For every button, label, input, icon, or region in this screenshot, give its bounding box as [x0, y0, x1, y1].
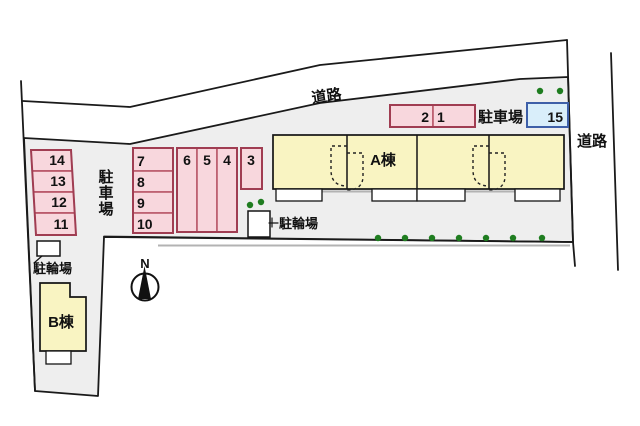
spot-label-1: 1 — [437, 109, 445, 125]
compass-north-label: N — [140, 256, 149, 271]
spot-label-10: 10 — [137, 216, 153, 232]
tree-dot — [246, 201, 254, 209]
parking-lot-label-left-char: 場 — [98, 201, 113, 218]
tree-dot — [374, 234, 382, 242]
tree-dot — [509, 234, 517, 242]
spot-label-4: 4 — [223, 152, 231, 168]
bicycle-parking-left — [36, 240, 61, 257]
door-swing-mark — [488, 152, 506, 191]
tree-dot — [536, 87, 544, 95]
spot-label-12: 12 — [51, 194, 67, 210]
compass-needle-icon — [138, 266, 151, 299]
right-road-outer-line — [610, 52, 619, 271]
spot-label-2: 2 — [421, 109, 429, 125]
parking-lot-label-left-char: 駐 — [98, 168, 113, 186]
spot-label-6: 6 — [183, 152, 191, 168]
spot-label-3: 3 — [247, 152, 255, 168]
bicycle-parking-left-leader — [33, 255, 43, 264]
spot-label-9: 9 — [137, 195, 145, 211]
tree-dot — [538, 234, 546, 242]
spot-label-15: 15 — [547, 109, 563, 125]
parking-block-outline — [132, 147, 174, 234]
parking-block-outline — [240, 147, 263, 190]
building-a-entrance-step — [275, 188, 323, 202]
building-a-entrance-step — [371, 188, 418, 202]
building-a-entrance-step — [416, 188, 466, 202]
parking-block-outline — [389, 104, 476, 128]
bicycle-parking-middle — [247, 210, 271, 238]
bicycle-parking-left-label: 駐輪場 — [33, 261, 72, 276]
site-bottom-line — [103, 235, 574, 243]
spot-label-5: 5 — [203, 152, 211, 168]
parking-lot-label-left-char: 車 — [98, 184, 113, 202]
left-boundary-line — [20, 80, 36, 392]
tree-dot — [482, 234, 490, 242]
parking-block-outline — [29, 149, 78, 236]
spot-label-13: 13 — [50, 173, 66, 189]
tree-dot — [401, 234, 409, 242]
top-road-outer-line — [22, 39, 568, 108]
building-b — [39, 282, 87, 352]
parking-lot-label-top: 駐車場 — [478, 108, 523, 126]
tree-dot — [455, 234, 463, 242]
door-swing-mark — [330, 145, 348, 187]
parking-lot-label-left: 駐 車 場 — [98, 168, 113, 218]
building-b-group — [39, 282, 87, 352]
building-a-group — [272, 134, 565, 190]
compass: N — [130, 256, 160, 302]
parking-block-outline — [176, 147, 238, 233]
spot-label-8: 8 — [137, 174, 145, 190]
door-swing-mark — [346, 152, 364, 191]
building-b-label: B棟 — [48, 313, 75, 331]
spot-label-7: 7 — [137, 153, 145, 169]
spot-label-11: 11 — [54, 216, 69, 232]
building-a — [272, 134, 565, 190]
building-a-entrance-step — [514, 188, 561, 202]
tree-dots — [246, 87, 564, 242]
tree-dot — [428, 234, 436, 242]
bicycle-parking-middle-label: 駐輪場 — [279, 216, 318, 231]
door-swing-mark — [472, 145, 490, 187]
road-label-right: 道路 — [577, 132, 608, 150]
building-b-entrance-step — [45, 350, 72, 365]
tree-dot — [257, 198, 265, 206]
parking-spot-15 — [526, 102, 569, 128]
parking-spot-15-group — [526, 102, 569, 128]
building-a-label: A棟 — [370, 151, 397, 169]
parking-spots-pink — [30, 104, 476, 236]
spot-label-14: 14 — [49, 152, 65, 168]
tree-dot — [556, 87, 564, 95]
road-label-top: 道路 — [310, 85, 343, 107]
